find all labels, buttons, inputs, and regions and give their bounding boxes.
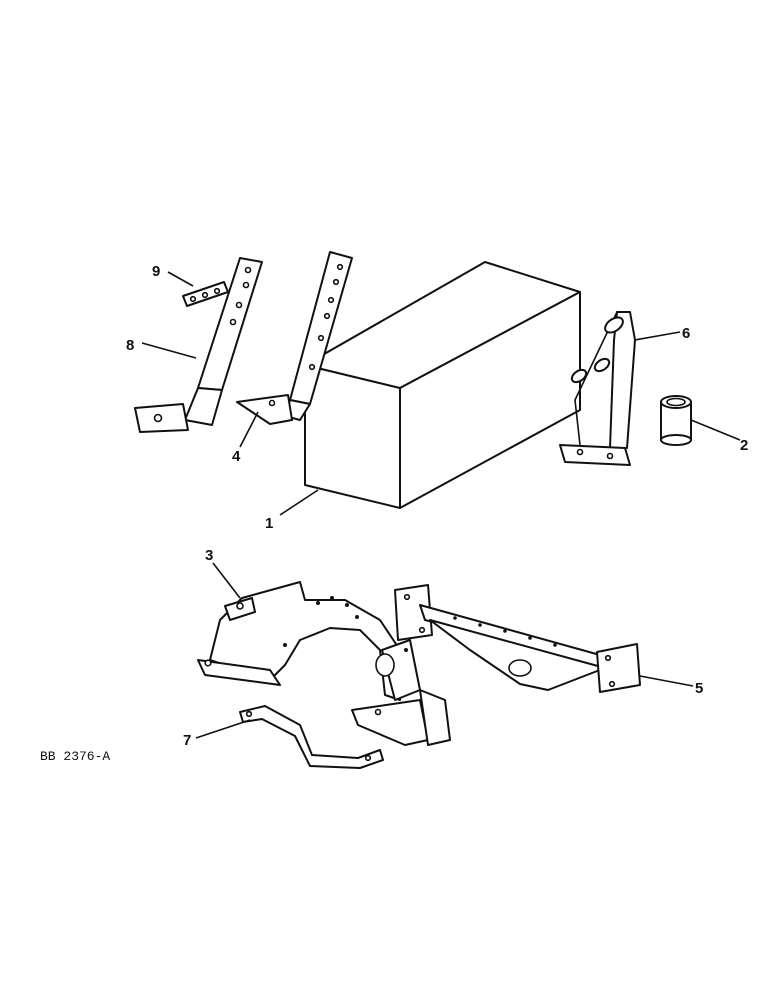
part-1-weight-box	[304, 261, 581, 509]
part-8-left-bracket	[134, 257, 263, 433]
callout-7: 7	[183, 732, 191, 749]
callout-6: 6	[682, 325, 690, 342]
leader-4	[239, 411, 259, 448]
part-5-cross-beam	[394, 584, 641, 693]
callout-5: 5	[695, 680, 703, 697]
leader-3	[212, 562, 241, 599]
leader-9	[167, 271, 194, 287]
leader-6	[634, 331, 681, 341]
part-3-frame	[197, 581, 451, 746]
leader-8	[141, 342, 197, 359]
part-7-strap	[239, 705, 384, 769]
leader-7	[195, 719, 251, 739]
reference-code: BB 2376-A	[40, 749, 110, 764]
callout-1: 1	[265, 515, 273, 532]
callout-8: 8	[126, 337, 134, 354]
leader-2	[690, 419, 741, 441]
callout-4: 4	[232, 448, 241, 465]
leader-5	[639, 675, 694, 687]
callout-2: 2	[740, 437, 748, 454]
leader-1	[279, 489, 319, 516]
part-9-small-plate	[182, 281, 229, 307]
leader-lines	[141, 271, 741, 739]
callout-3: 3	[205, 547, 213, 564]
callout-9: 9	[152, 263, 160, 280]
part-2-bushing	[660, 395, 692, 446]
part-4-middle-bracket	[236, 251, 353, 425]
part-6-right-bracket	[559, 311, 636, 466]
